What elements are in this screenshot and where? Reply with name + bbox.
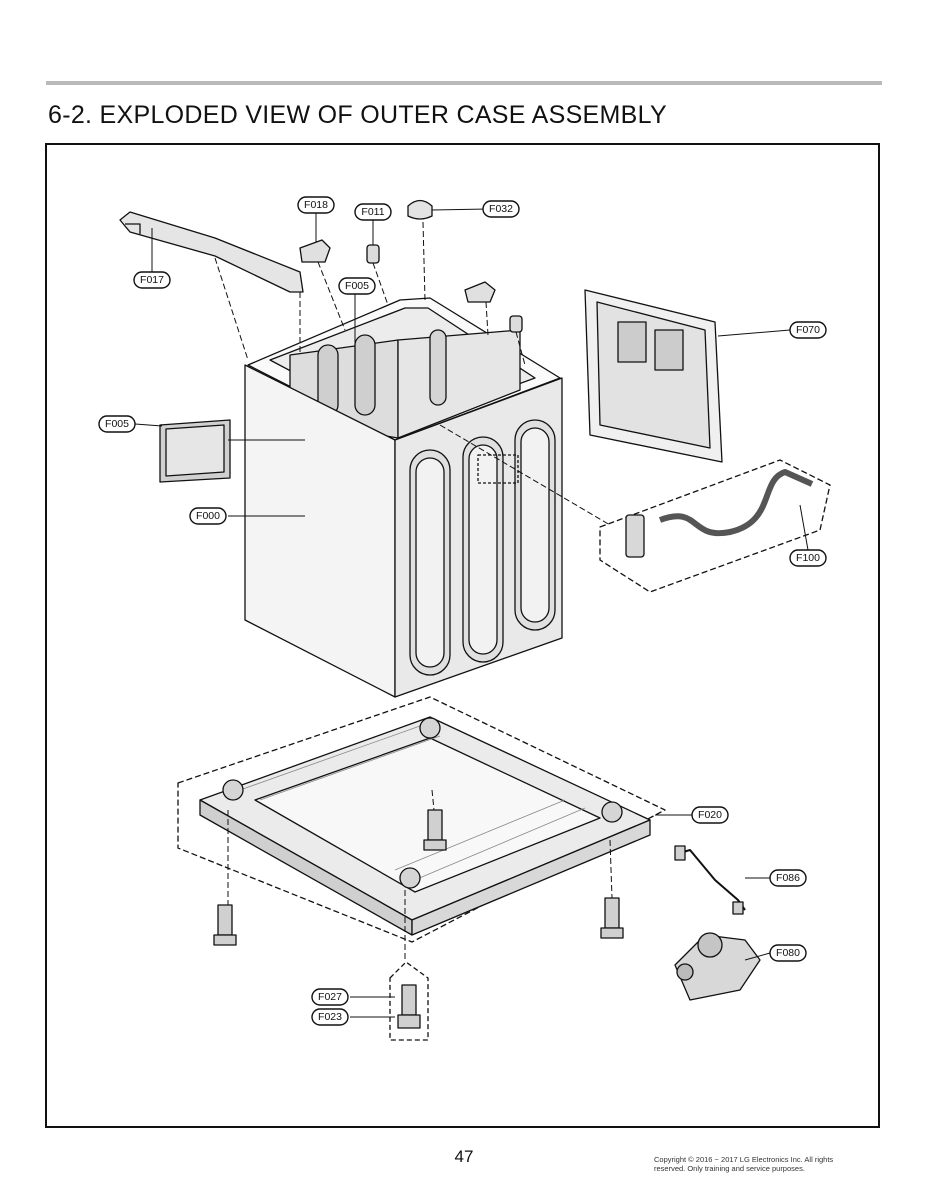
svg-text:F023: F023 bbox=[318, 1011, 342, 1023]
svg-text:F000: F000 bbox=[196, 510, 220, 522]
svg-text:F005: F005 bbox=[345, 280, 369, 292]
callout-f017: F017 bbox=[133, 271, 171, 289]
svg-text:F080: F080 bbox=[776, 947, 800, 959]
svg-text:F100: F100 bbox=[796, 552, 820, 564]
svg-text:F070: F070 bbox=[796, 324, 820, 336]
callout-f018: F018 bbox=[297, 196, 335, 214]
callout-f032: F032 bbox=[482, 200, 520, 218]
svg-text:F020: F020 bbox=[698, 809, 722, 821]
svg-text:F011: F011 bbox=[361, 206, 384, 218]
page-number: 47 bbox=[454, 1147, 474, 1166]
header-rule bbox=[46, 81, 882, 85]
svg-text:F027: F027 bbox=[318, 991, 342, 1003]
callout-f023: F023 bbox=[311, 1008, 349, 1026]
callout-f100: F100 bbox=[789, 549, 827, 567]
drain-pump bbox=[674, 932, 761, 1001]
callout-f070: F070 bbox=[789, 321, 827, 339]
copyright-line-1: Copyright © 2016 ~ 2017 LG Electronics I… bbox=[654, 1155, 834, 1164]
callout-f086: F086 bbox=[769, 869, 807, 887]
svg-text:F032: F032 bbox=[489, 203, 513, 215]
hinge-clip bbox=[299, 239, 331, 263]
hose-clamp bbox=[407, 199, 433, 220]
callout-f000: F000 bbox=[189, 507, 227, 525]
copyright-line-2: reserved. Only training and service purp… bbox=[654, 1164, 805, 1173]
leveling-bolts bbox=[213, 809, 624, 1029]
svg-text:F005: F005 bbox=[105, 418, 129, 430]
back-panel bbox=[584, 289, 723, 463]
base-frame bbox=[177, 696, 666, 943]
small-damper bbox=[366, 244, 380, 264]
diagram-frame bbox=[45, 143, 880, 1128]
wire-harness bbox=[679, 849, 746, 911]
callout-f005-top: F005 bbox=[338, 277, 376, 295]
callout-f027: F027 bbox=[311, 988, 349, 1006]
drain-hose bbox=[599, 459, 831, 593]
copyright-notice: Copyright © 2016 ~ 2017 LG Electronics I… bbox=[654, 1155, 904, 1173]
page-title: 6-2. EXPLODED VIEW OF OUTER CASE ASSEMBL… bbox=[48, 101, 667, 129]
callout-f080: F080 bbox=[769, 944, 807, 962]
callout-f020: F020 bbox=[691, 806, 729, 824]
callout-f005-left: F005 bbox=[98, 415, 136, 433]
svg-text:F017: F017 bbox=[140, 274, 164, 286]
svg-text:F086: F086 bbox=[776, 872, 800, 884]
callout-f011: F011 bbox=[354, 203, 392, 221]
svg-text:F018: F018 bbox=[304, 199, 328, 211]
outer-case bbox=[244, 297, 563, 698]
top-bracket bbox=[119, 211, 304, 293]
